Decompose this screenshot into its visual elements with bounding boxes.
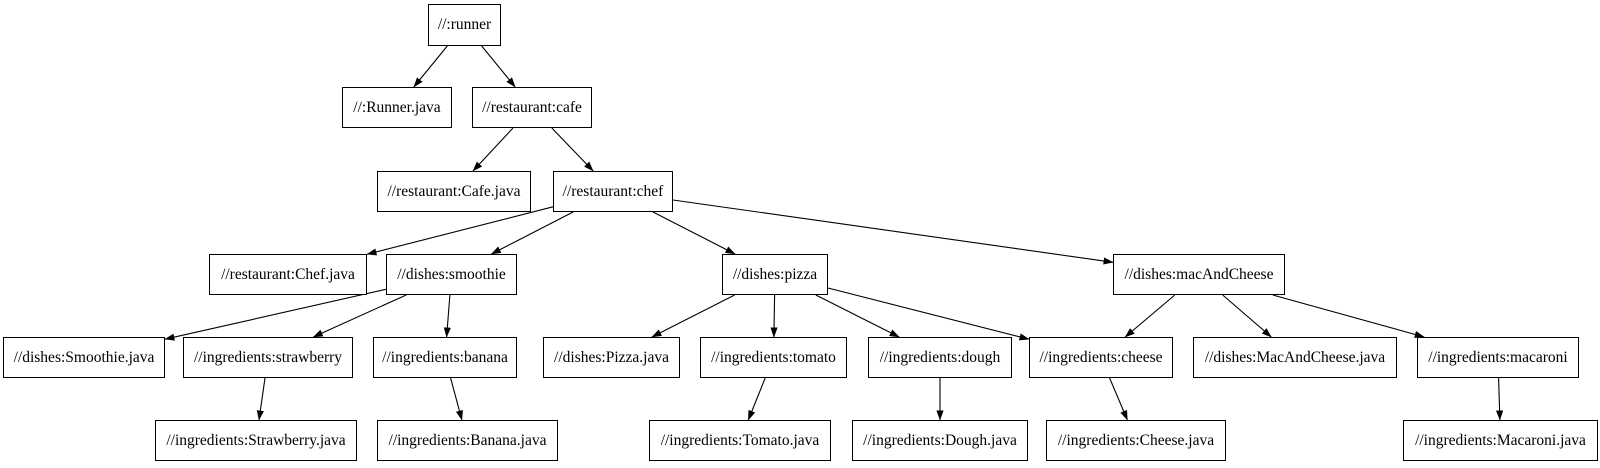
graph-node-cheese: //ingredients:cheese: [1029, 337, 1173, 378]
edge-mac-and-cheese-to-mac-and-cheese-java: [1222, 294, 1272, 338]
graph-node-chef-java: //restaurant:Chef.java: [209, 254, 367, 295]
graph-node-strawberry-java: //ingredients:Strawberry.java: [155, 420, 357, 461]
edge-runner-to-runner-java: [413, 45, 448, 88]
graph-node-cafe: //restaurant:cafe: [472, 87, 592, 128]
edge-cheese-to-cheese-java: [1109, 377, 1128, 421]
graph-node-smoothie-java: //dishes:Smoothie.java: [3, 337, 165, 378]
edge-cafe-to-chef: [551, 127, 594, 172]
graph-node-tomato-java: //ingredients:Tomato.java: [649, 420, 831, 461]
edge-smoothie-to-smoothie-java: [164, 288, 387, 341]
graph-node-banana: //ingredients:banana: [373, 337, 517, 378]
graph-node-runner: //:runner: [428, 4, 501, 46]
edge-chef-to-mac-and-cheese: [672, 199, 1114, 265]
graph-node-cafe-java: //restaurant:Cafe.java: [377, 171, 531, 212]
graph-node-mac-and-cheese: //dishes:macAndCheese: [1113, 254, 1285, 295]
graph-node-tomato: //ingredients:tomato: [700, 337, 847, 378]
graph-node-pizza: //dishes:pizza: [722, 254, 828, 295]
edge-pizza-to-pizza-java: [651, 294, 735, 338]
edge-banana-to-banana-java: [450, 377, 463, 421]
edge-chef-to-smoothie: [490, 211, 574, 255]
graph-node-macaroni: //ingredients:macaroni: [1417, 337, 1579, 378]
edge-chef-to-pizza: [652, 211, 736, 255]
graph-node-cheese-java: //ingredients:Cheese.java: [1046, 420, 1226, 461]
edge-smoothie-to-banana: [443, 294, 451, 338]
graph-node-banana-java: //ingredients:Banana.java: [377, 420, 558, 461]
edge-pizza-to-dough: [815, 294, 900, 338]
edge-strawberry-to-strawberry-java: [256, 377, 266, 421]
graph-node-pizza-java: //dishes:Pizza.java: [543, 337, 680, 378]
graph-node-strawberry: //ingredients:strawberry: [183, 337, 353, 378]
graph-node-mac-and-cheese-java: //dishes:MacAndCheese.java: [1193, 337, 1397, 378]
graph-node-dough: //ingredients:dough: [868, 337, 1012, 378]
edge-mac-and-cheese-to-macaroni: [1272, 294, 1425, 338]
edge-runner-to-cafe: [481, 45, 516, 88]
edge-chef-to-chef-java: [366, 206, 554, 256]
edge-pizza-to-cheese: [827, 287, 1030, 341]
edge-mac-and-cheese-to-cheese: [1124, 294, 1176, 338]
graph-node-runner-java: //:Runner.java: [342, 87, 452, 128]
edge-macaroni-to-macaroni-java: [1496, 377, 1504, 421]
edge-tomato-to-tomato-java: [747, 377, 766, 421]
edge-smoothie-to-strawberry: [312, 294, 407, 338]
graph-node-chef: //restaurant:chef: [553, 171, 673, 212]
edge-pizza-to-tomato: [770, 294, 778, 338]
edge-cafe-to-cafe-java: [472, 127, 514, 172]
graph-node-macaroni-java: //ingredients:Macaroni.java: [1403, 420, 1598, 461]
graph-node-dough-java: //ingredients:Dough.java: [852, 420, 1028, 461]
graph-node-smoothie: //dishes:smoothie: [386, 254, 517, 295]
